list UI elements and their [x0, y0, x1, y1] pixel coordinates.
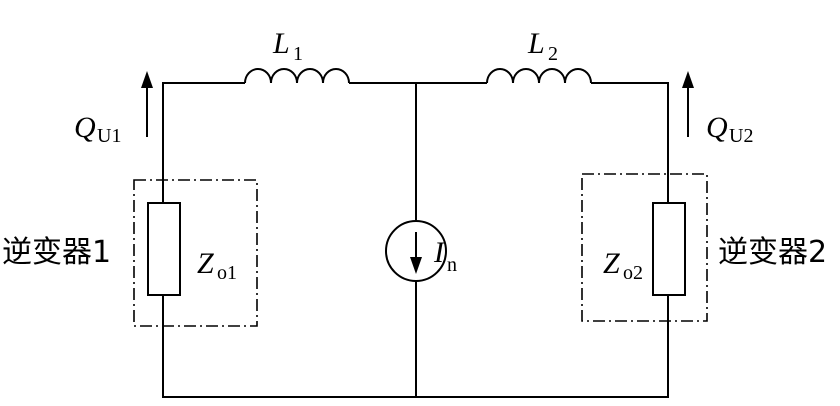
label-l1-main: L — [272, 27, 290, 60]
wire-left-upper — [162, 82, 245, 203]
wire-right-upper — [591, 82, 669, 203]
label-zo2-sub: o2 — [623, 262, 643, 284]
inductor-l1 — [244, 68, 350, 84]
inductor-l2 — [486, 68, 592, 84]
current-source — [385, 220, 447, 282]
label-zo1-main: Z — [197, 247, 214, 280]
label-l1-sub: 1 — [293, 43, 303, 65]
impedance-zo1 — [147, 202, 181, 296]
label-qu2-main: Q — [706, 111, 728, 144]
label-qu1-sub: U1 — [97, 125, 121, 147]
current-source-arrow-head — [410, 257, 422, 274]
qu1-arrow-head — [141, 71, 153, 88]
label-qu2-sub: U2 — [729, 125, 753, 147]
label-qu1-main: Q — [74, 111, 96, 144]
label-zo2-main: Z — [603, 247, 620, 280]
label-inverter2: 逆变器2 — [718, 235, 827, 270]
inverter2-boundary — [581, 173, 708, 322]
impedance-zo2 — [652, 202, 686, 296]
wire-bottom — [162, 295, 669, 398]
inverter1-boundary — [133, 179, 258, 327]
label-inverter1: 逆变器1 — [2, 235, 111, 270]
label-zo1-sub: o1 — [217, 262, 237, 284]
label-in-sub: n — [447, 254, 457, 276]
qu2-arrow-head — [682, 71, 694, 88]
label-l2-main: L — [527, 27, 545, 60]
label-in-main: I — [433, 236, 446, 269]
label-l2-sub: 2 — [548, 43, 558, 65]
